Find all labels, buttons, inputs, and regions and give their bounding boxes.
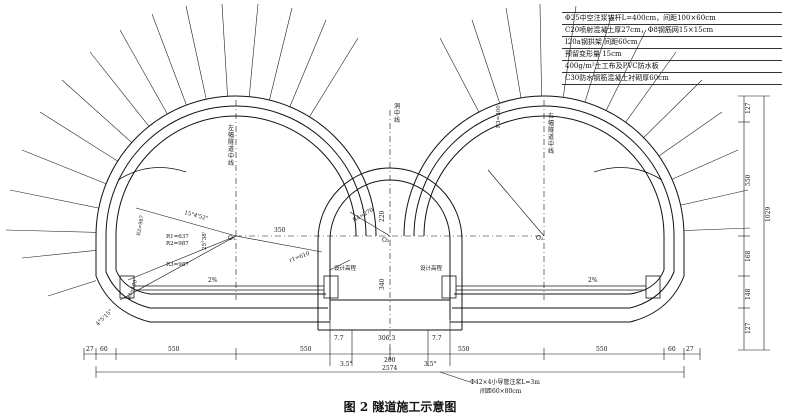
- bottom-dim-60-right: 60: [668, 346, 676, 353]
- legend-row: Ⅰ20a钢拱架 间距60cm: [562, 37, 782, 49]
- o2-label: O₂: [382, 237, 390, 244]
- bottom-dim-27-left: 27: [86, 346, 94, 353]
- left-tunnel-bench: [119, 275, 339, 299]
- r3-label: R3=987: [166, 262, 189, 268]
- grout-spacing-label: 间距60×80cm: [480, 387, 522, 395]
- bottom-dim-27-right: 27: [686, 346, 694, 353]
- bottom-dim-550-2: 550: [300, 346, 312, 353]
- dim-3063-label: 306.3: [378, 335, 395, 342]
- o1-label: O₁: [228, 235, 235, 242]
- right-tunnel-bench: [441, 275, 661, 299]
- grout-pipe-label: Φ42×4小导管注浆L=3m: [470, 378, 540, 386]
- r2-label: R2=987: [166, 241, 189, 247]
- slope-left-label: 2%: [208, 277, 218, 284]
- dim-350-label: 350: [274, 227, 286, 234]
- bottom-dim-total: 2574: [382, 365, 397, 372]
- dim-77-left-label: 7.7: [334, 335, 344, 342]
- r1-label: R1=637: [166, 234, 189, 240]
- left-tunnel-lining: [95, 95, 377, 323]
- dim-340-label: 340: [379, 278, 386, 290]
- bottom-dim-60-left: 60: [100, 346, 108, 353]
- dim-200-label: 200: [384, 357, 396, 364]
- right-dim-168-label: 168: [745, 250, 752, 262]
- angle2-label: 25°38': [202, 232, 208, 250]
- drawing-labels: 左幅隧道中线 洞中线 右幅隧道中线 O₁ O₂ O₃ R1=637 R2=987…: [86, 102, 772, 395]
- drain-left-label: 设计高程: [334, 264, 357, 272]
- axis-lines: [235, 100, 545, 360]
- legend-row: C20喷射混凝土厚27cm，Φ8钢筋网15×15cm: [562, 25, 782, 37]
- dim-77-right-label: 7.7: [432, 335, 442, 342]
- r2-right-label: R2=987: [136, 215, 146, 236]
- dim-35-left-label: 3.5°: [340, 361, 353, 368]
- r-top-label: R3=300: [496, 105, 502, 128]
- right-tunnel-lining: [403, 95, 685, 323]
- angle3-label: 4°5'15": [95, 308, 114, 327]
- o3-label: O₃: [536, 235, 544, 242]
- left-axis-label: 左幅隧道中线: [228, 124, 234, 167]
- center-axis-label: 洞中线: [394, 102, 400, 124]
- bottom-dim-550-3: 550: [458, 346, 470, 353]
- right-dim-127-label: 127: [745, 102, 752, 114]
- right-dim-1029-label: 1029: [765, 207, 772, 222]
- right-vertical-dimensions: [738, 95, 770, 351]
- right-dim-148-label: 148: [745, 288, 752, 300]
- right-axis-label: 右幅隧道中线: [548, 112, 554, 155]
- legend-row: Φ25中空注浆锚杆L=400cm，间距100×60cm: [562, 12, 782, 25]
- dim-220-label: 220: [379, 210, 386, 222]
- dim-35-right-label: 3.5°: [424, 361, 437, 368]
- figure-caption: 图 2 隧道施工示意图: [343, 400, 457, 414]
- slope-right-label: 2%: [588, 277, 598, 284]
- drain-right-label: 设计高程: [420, 264, 443, 272]
- right-dim-127b-label: 127: [745, 322, 752, 334]
- bottom-dim-550-1: 550: [168, 346, 180, 353]
- legend-row: 预留变形量 15cm: [562, 49, 782, 61]
- legend-row: C30防水钢筋混凝土衬砌厚60cm: [562, 73, 782, 85]
- right-dim-550-label: 550: [745, 174, 752, 186]
- bottom-dim-550-4: 550: [596, 346, 608, 353]
- radius-lines: [119, 169, 545, 301]
- legend-row: 400g/m²土工布及PVC防水板: [562, 61, 782, 73]
- bottom-dimension-lines: [83, 318, 701, 383]
- reinforcement-legend: Φ25中空注浆锚杆L=400cm，间距100×60cm C20喷射混凝土厚27c…: [562, 12, 782, 85]
